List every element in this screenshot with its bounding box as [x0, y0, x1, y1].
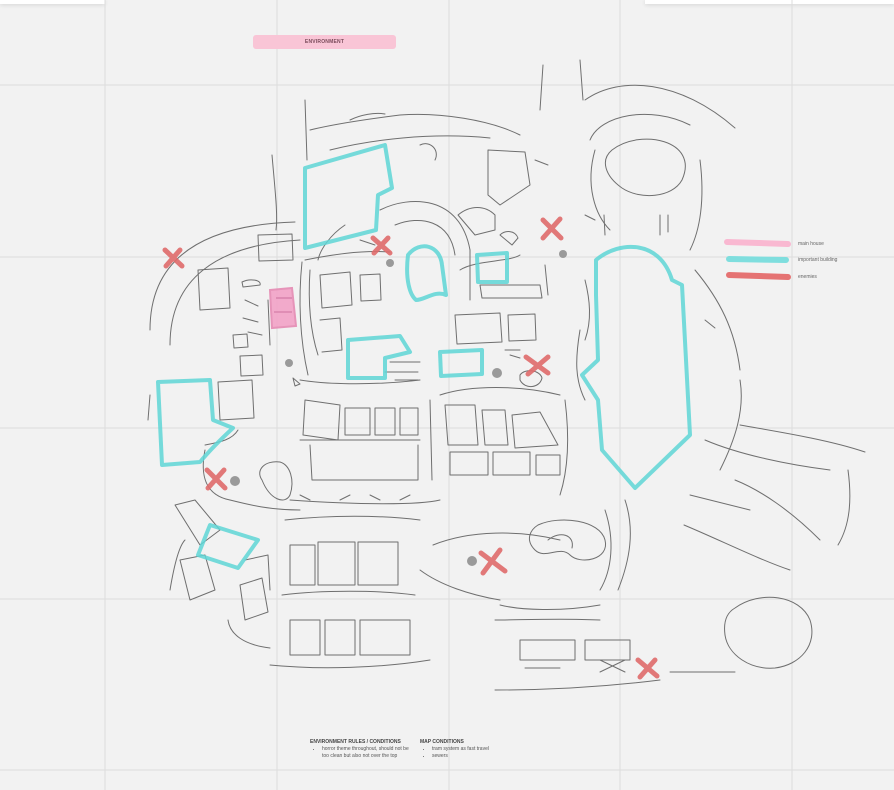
important-building-west[interactable]: [156, 378, 235, 467]
enemy-marker[interactable]: [478, 547, 508, 576]
legend-swatch-important-building: [726, 256, 789, 263]
map-condition-item: sewers: [432, 753, 510, 760]
toolbar-edge-left: [0, 0, 105, 4]
map-sketch: [147, 59, 866, 691]
enemy-marker[interactable]: [523, 354, 551, 377]
environment-rules-heading: ENVIRONMENT RULES / CONDITIONS: [310, 739, 401, 745]
important-building-east[interactable]: [580, 245, 692, 490]
enemy-marker[interactable]: [370, 235, 393, 256]
enemy-marker[interactable]: [204, 467, 228, 491]
map-condition-item: tram system as fast travel: [432, 746, 510, 753]
map-conditions-note[interactable]: MAP CONDITIONS tram system as fast trave…: [420, 739, 510, 760]
important-buildings[interactable]: [156, 143, 692, 570]
map-conditions-heading: MAP CONDITIONS: [420, 739, 464, 745]
important-building-north[interactable]: [303, 143, 394, 250]
legend-label-main-house: main house: [798, 241, 824, 247]
important-building-center[interactable]: [346, 334, 412, 380]
legend-label-enemies: enemies: [798, 274, 817, 280]
environment-rules-list: horror theme throughout, should not be t…: [310, 746, 410, 760]
environment-title-tag[interactable]: ENVIRONMENT: [253, 35, 396, 49]
important-building-small[interactable]: [475, 251, 509, 284]
spawn-dots: [230, 250, 567, 566]
enemy-marker[interactable]: [540, 216, 564, 241]
legend-swatch-main-house: [724, 239, 791, 247]
environment-rule-item: horror theme throughout, should not be t…: [322, 746, 410, 760]
legend-swatch-enemies: [726, 272, 791, 280]
enemy-marker[interactable]: [162, 247, 185, 269]
environment-rules-note[interactable]: ENVIRONMENT RULES / CONDITIONS horror th…: [310, 739, 410, 760]
important-building-center-east[interactable]: [438, 348, 484, 378]
legend-label-important-building: important building: [798, 257, 838, 263]
important-building-hub[interactable]: [405, 244, 448, 302]
enemy-marker[interactable]: [635, 657, 660, 680]
enemy-markers[interactable]: [162, 216, 660, 680]
important-building-southwest[interactable]: [196, 523, 260, 570]
main-house-highlight[interactable]: [268, 286, 298, 330]
legend-swatches: [724, 239, 791, 280]
toolbar-edge-right: [645, 0, 894, 4]
map-conditions-list: tram system as fast travel sewers: [420, 746, 510, 760]
